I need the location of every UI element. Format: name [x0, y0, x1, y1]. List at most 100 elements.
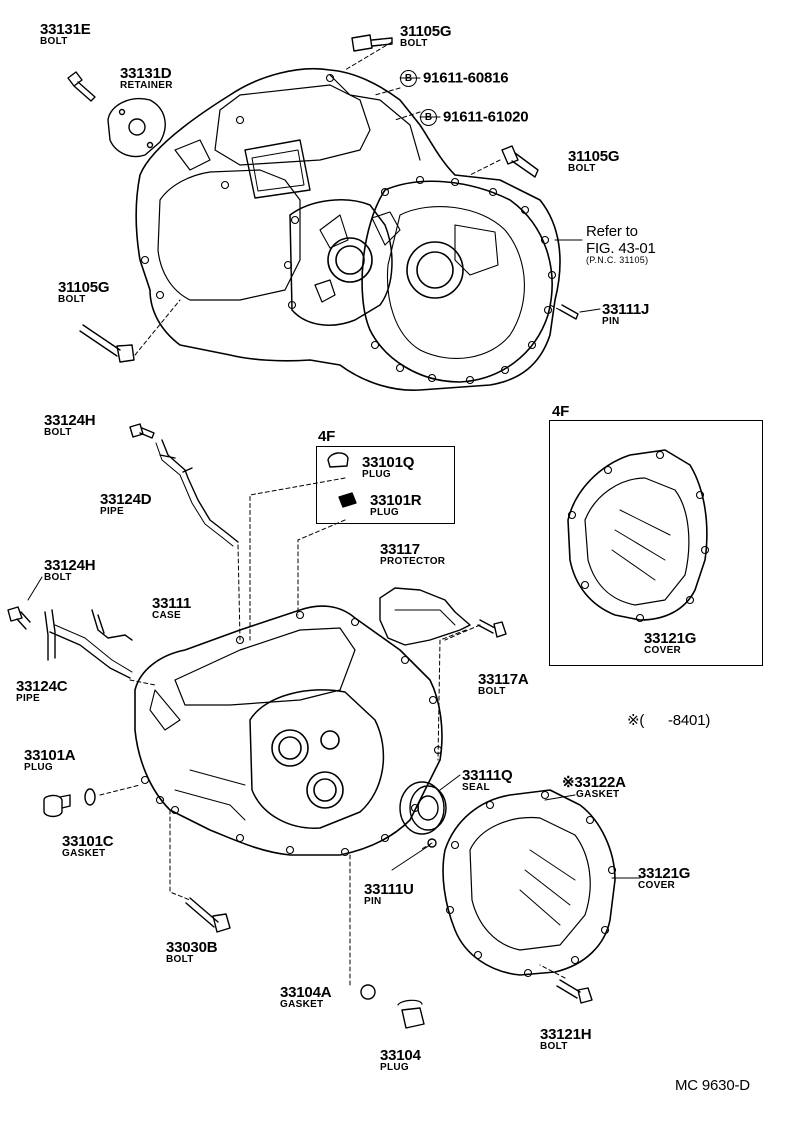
- label-33122A: ※33122A GASKET: [562, 775, 626, 800]
- part-number: 33101A: [24, 747, 76, 764]
- box-4f-title: 4F: [318, 428, 336, 445]
- label-91611-61020: B 91611-61020: [420, 108, 529, 126]
- lower-small-parts: [7, 423, 593, 1029]
- part-number: 33131E: [40, 21, 91, 38]
- part-desc: PLUG: [380, 1062, 409, 1073]
- lower-solid-leaders: [27, 576, 641, 879]
- part-number: 33121G: [644, 630, 697, 647]
- part-number: 33111: [152, 595, 192, 612]
- part-desc: BOLT: [568, 163, 596, 174]
- part-number: 33117: [380, 541, 420, 558]
- part-desc: BOLT: [58, 294, 86, 305]
- refer-line3: (P.N.C. 31105): [586, 255, 649, 265]
- label-33121H: 33121H BOLT: [540, 1026, 592, 1052]
- part-number: 33121H: [540, 1026, 592, 1043]
- label-refer: Refer to FIG. 43-01 (P.N.C. 31105): [586, 224, 656, 265]
- label-33104A: 33104A GASKET: [280, 984, 332, 1010]
- label-33101Q: 33101Q PLUG: [362, 455, 414, 480]
- part-number: 33111J: [602, 301, 650, 318]
- label-33104: 33104 PLUG: [380, 1048, 421, 1073]
- label-33124C: 33124C PIPE: [16, 678, 68, 704]
- b-circle-icon: B: [400, 70, 417, 87]
- part-number: 33111Q: [462, 767, 513, 784]
- label-31105G-top: 31105G BOLT: [400, 23, 452, 49]
- label-31105G-right: 31105G BOLT: [568, 148, 620, 174]
- part-desc: GASKET: [576, 789, 620, 800]
- part-desc: PIPE: [100, 506, 124, 517]
- part-desc: COVER: [644, 645, 682, 656]
- label-33117A: 33117A BOLT: [478, 672, 529, 697]
- part-number: 31105G: [568, 148, 620, 165]
- label-33030B: 33030B BOLT: [166, 939, 218, 965]
- part-desc: BOLT: [478, 686, 506, 697]
- part-desc: GASKET: [280, 999, 324, 1010]
- part-desc: BOLT: [44, 427, 72, 438]
- upper-housing-assembly: [135, 67, 561, 391]
- part-desc: PIN: [364, 896, 382, 907]
- part-number: 33101R: [370, 492, 422, 509]
- part-number: 33131D: [120, 65, 172, 82]
- lower-case-assembly: [134, 605, 443, 857]
- label-33101R: 33101R PLUG: [370, 492, 422, 518]
- applicability-range: ※( -8401): [627, 712, 711, 729]
- part-desc: PROTECTOR: [380, 556, 446, 567]
- label-33101A: 33101A PLUG: [24, 747, 76, 773]
- part-number: 91611-61020: [443, 108, 529, 126]
- refer-line2: FIG. 43-01: [586, 240, 656, 257]
- boxed-cover: [567, 449, 710, 623]
- cover-option-box: [549, 420, 763, 666]
- label-33117: 33117 PROTECTOR: [380, 542, 445, 567]
- part-number: 33030B: [166, 939, 218, 956]
- part-number: 33121G: [638, 865, 691, 882]
- part-number: 33104: [380, 1047, 421, 1064]
- label-33111: 33111 CASE: [152, 596, 191, 621]
- part-number: 91611-60816: [423, 69, 509, 87]
- part-number: 33124H: [44, 557, 96, 574]
- part-desc: PIPE: [16, 693, 40, 704]
- refer-line1: Refer to: [586, 223, 638, 240]
- part-number: 33104A: [280, 984, 332, 1001]
- part-desc: BOLT: [400, 38, 428, 49]
- box-4f-title: 4F: [552, 403, 570, 420]
- label-33111J: 33111J PIN: [602, 302, 649, 327]
- part-desc: PIN: [602, 316, 620, 327]
- part-desc: PLUG: [370, 507, 399, 518]
- part-number: 33101C: [62, 833, 114, 850]
- part-number: 31105G: [58, 279, 110, 296]
- label-33131D: 33131D RETAINER: [120, 66, 173, 91]
- label-91611-60816: B 91611-60816: [400, 69, 509, 87]
- part-number: 33111U: [364, 881, 414, 898]
- label-33124D: 33124D PIPE: [100, 491, 152, 517]
- part-desc: RETAINER: [120, 80, 173, 91]
- lower-leader-lines: [99, 477, 566, 986]
- part-desc: SEAL: [462, 782, 490, 793]
- part-desc: BOLT: [40, 36, 68, 47]
- b-circle-icon: B: [420, 109, 437, 126]
- part-number: ※33122A: [562, 774, 626, 791]
- label-33121G-box: 33121G COVER: [644, 631, 696, 656]
- part-desc: BOLT: [540, 1041, 568, 1052]
- label-33131E: 33131E BOLT: [40, 22, 91, 47]
- label-33124H-b: 33124H BOLT: [44, 557, 96, 583]
- label-33121G: 33121G COVER: [638, 866, 690, 891]
- part-desc: GASKET: [62, 848, 106, 859]
- part-desc: PLUG: [24, 762, 53, 773]
- label-33124H-a: 33124H BOLT: [44, 412, 96, 438]
- part-desc: BOLT: [44, 572, 72, 583]
- part-number: 33101Q: [362, 454, 415, 471]
- lower-cover: [442, 789, 617, 978]
- label-33101C: 33101C GASKET: [62, 833, 114, 859]
- plug-option-box: [316, 446, 455, 524]
- part-number: 33124D: [100, 491, 152, 508]
- label-33111U: 33111U PIN: [364, 882, 414, 907]
- part-desc: PLUG: [362, 469, 391, 480]
- part-desc: CASE: [152, 610, 181, 621]
- label-33111Q: 33111Q SEAL: [462, 768, 513, 793]
- part-number: 33124H: [44, 412, 96, 429]
- part-number: 31105G: [400, 23, 452, 40]
- part-desc: BOLT: [166, 954, 194, 965]
- part-number: 33124C: [16, 678, 68, 695]
- part-number: 33117A: [478, 671, 529, 688]
- part-desc: COVER: [638, 880, 676, 891]
